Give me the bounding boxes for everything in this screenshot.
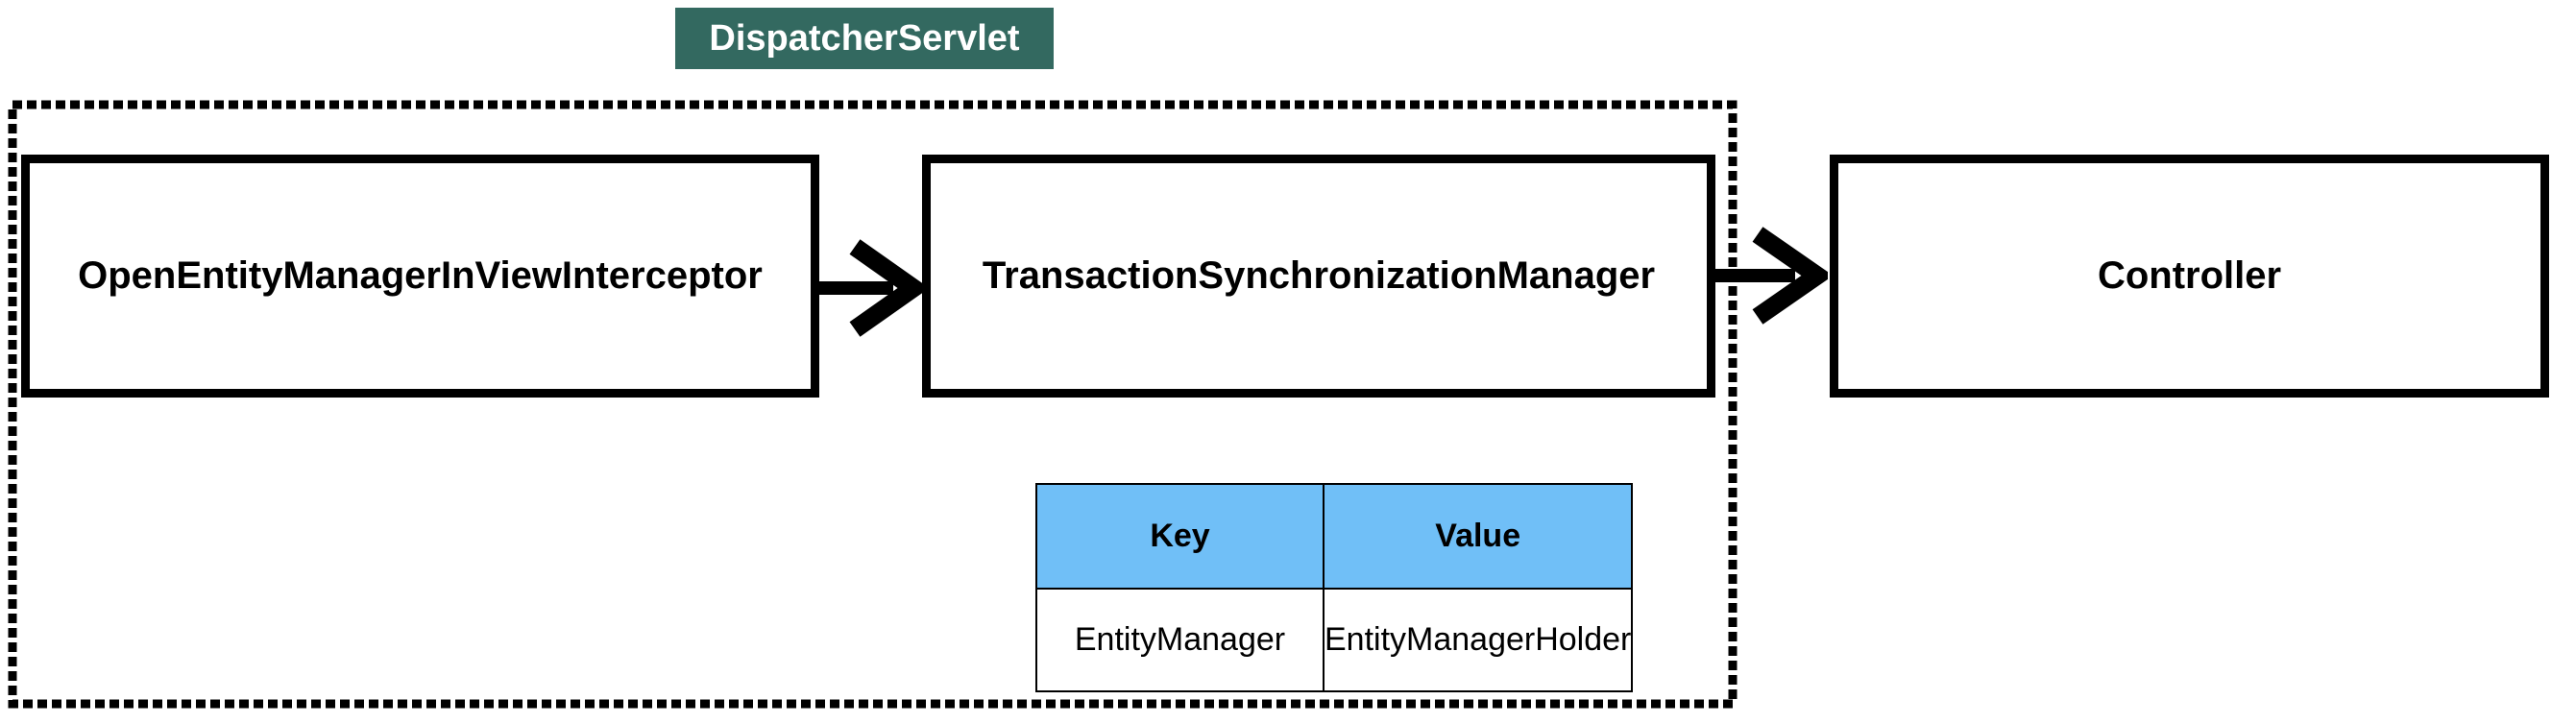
dispatcher-servlet-badge: DispatcherServlet bbox=[675, 8, 1054, 69]
bound-resources-table: Key Value EntityManager EntityManagerHol… bbox=[1035, 483, 1634, 692]
table-cell-value-entity-manager-holder: EntityManagerHolder bbox=[1322, 588, 1634, 692]
box-open-entity-manager-in-view-interceptor: OpenEntityManagerInViewInterceptor bbox=[21, 155, 819, 398]
box-open-entity-manager-in-view-interceptor-label: OpenEntityManagerInViewInterceptor bbox=[78, 254, 763, 297]
table-cell-key-entity-manager: EntityManager bbox=[1035, 588, 1324, 692]
table-header-key: Key bbox=[1035, 483, 1324, 590]
box-controller-label: Controller bbox=[2097, 254, 2282, 297]
box-transaction-synchronization-manager-label: TransactionSynchronizationManager bbox=[982, 254, 1656, 297]
arrow-right-icon bbox=[1713, 227, 1828, 325]
box-transaction-synchronization-manager: TransactionSynchronizationManager bbox=[922, 155, 1715, 398]
box-controller: Controller bbox=[1830, 155, 2549, 398]
arrow-right-icon bbox=[816, 239, 924, 337]
table-header-value: Value bbox=[1322, 483, 1634, 590]
table-row: EntityManager EntityManagerHolder bbox=[1035, 588, 1634, 692]
dispatcher-servlet-badge-label: DispatcherServlet bbox=[709, 17, 1020, 59]
table-header-row: Key Value bbox=[1035, 483, 1634, 590]
